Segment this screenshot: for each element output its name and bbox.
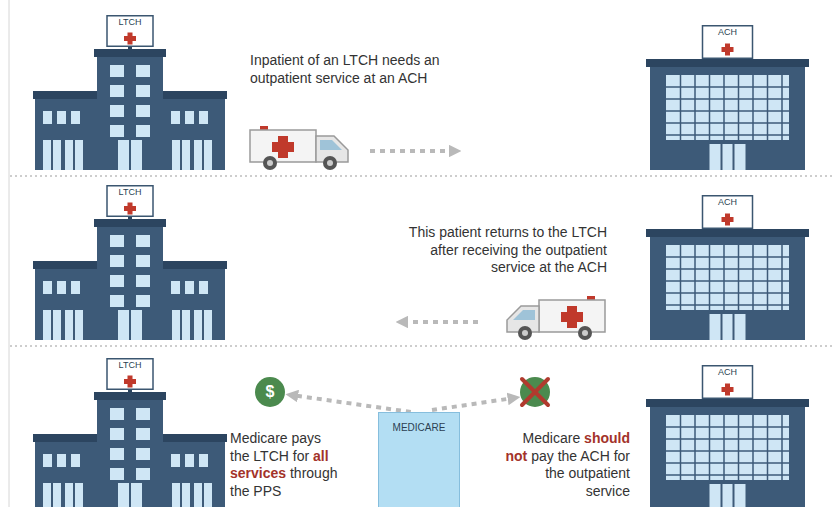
ach-building: ACH xyxy=(640,365,815,507)
building-outline xyxy=(640,25,815,170)
building-sign: ACH xyxy=(718,27,737,38)
building-sign: ACH xyxy=(718,197,737,208)
note-text: pay the ACH for the outpatient service xyxy=(531,448,630,499)
motion-arrow xyxy=(402,320,478,324)
building-outline xyxy=(35,185,225,340)
ltch-building: LTCH xyxy=(35,358,225,507)
building-outline xyxy=(640,365,815,507)
note-text: This patient returns to the LTCH after r… xyxy=(409,224,607,275)
ambulance xyxy=(507,296,605,340)
caption-text: Inpatient of an LTCH needs an outpatient… xyxy=(250,52,465,87)
building-outline xyxy=(640,195,815,340)
row-separator xyxy=(10,175,835,177)
dollar-coin: $ xyxy=(255,377,285,407)
note-text: Medicare xyxy=(523,430,581,446)
ltch-building: LTCH xyxy=(35,185,225,340)
caption-text: Medicareshould notpay the ACH for the ou… xyxy=(505,430,630,500)
payment-arrow xyxy=(432,398,514,410)
note-text: Medicare pays the LTCH for xyxy=(230,430,321,464)
building-sign: LTCH xyxy=(119,17,142,28)
caption-text: This patient returns to the LTCH after r… xyxy=(385,224,607,277)
building-sign: LTCH xyxy=(119,360,142,371)
ltch-building: LTCH xyxy=(35,15,225,170)
row-separator xyxy=(10,345,835,347)
box-title: MEDICARE xyxy=(393,422,446,434)
ambulance xyxy=(250,126,348,170)
building-outline xyxy=(35,358,225,507)
payment-arrow xyxy=(292,395,411,412)
currency-symbol: $ xyxy=(266,383,275,401)
building-outline xyxy=(35,15,225,170)
crossed-coin xyxy=(520,377,550,407)
note-text: Inpatient of an LTCH needs an outpatient… xyxy=(250,52,440,86)
frame-line xyxy=(9,0,10,507)
motion-arrow xyxy=(370,149,455,153)
medicare-box: MEDICARE xyxy=(378,412,460,507)
ach-building: ACH xyxy=(640,195,815,340)
building-sign: ACH xyxy=(718,367,737,378)
ach-building: ACH xyxy=(640,25,815,170)
building-sign: LTCH xyxy=(119,187,142,198)
caption-text: Medicare pays the LTCH forall servicesth… xyxy=(230,430,342,500)
